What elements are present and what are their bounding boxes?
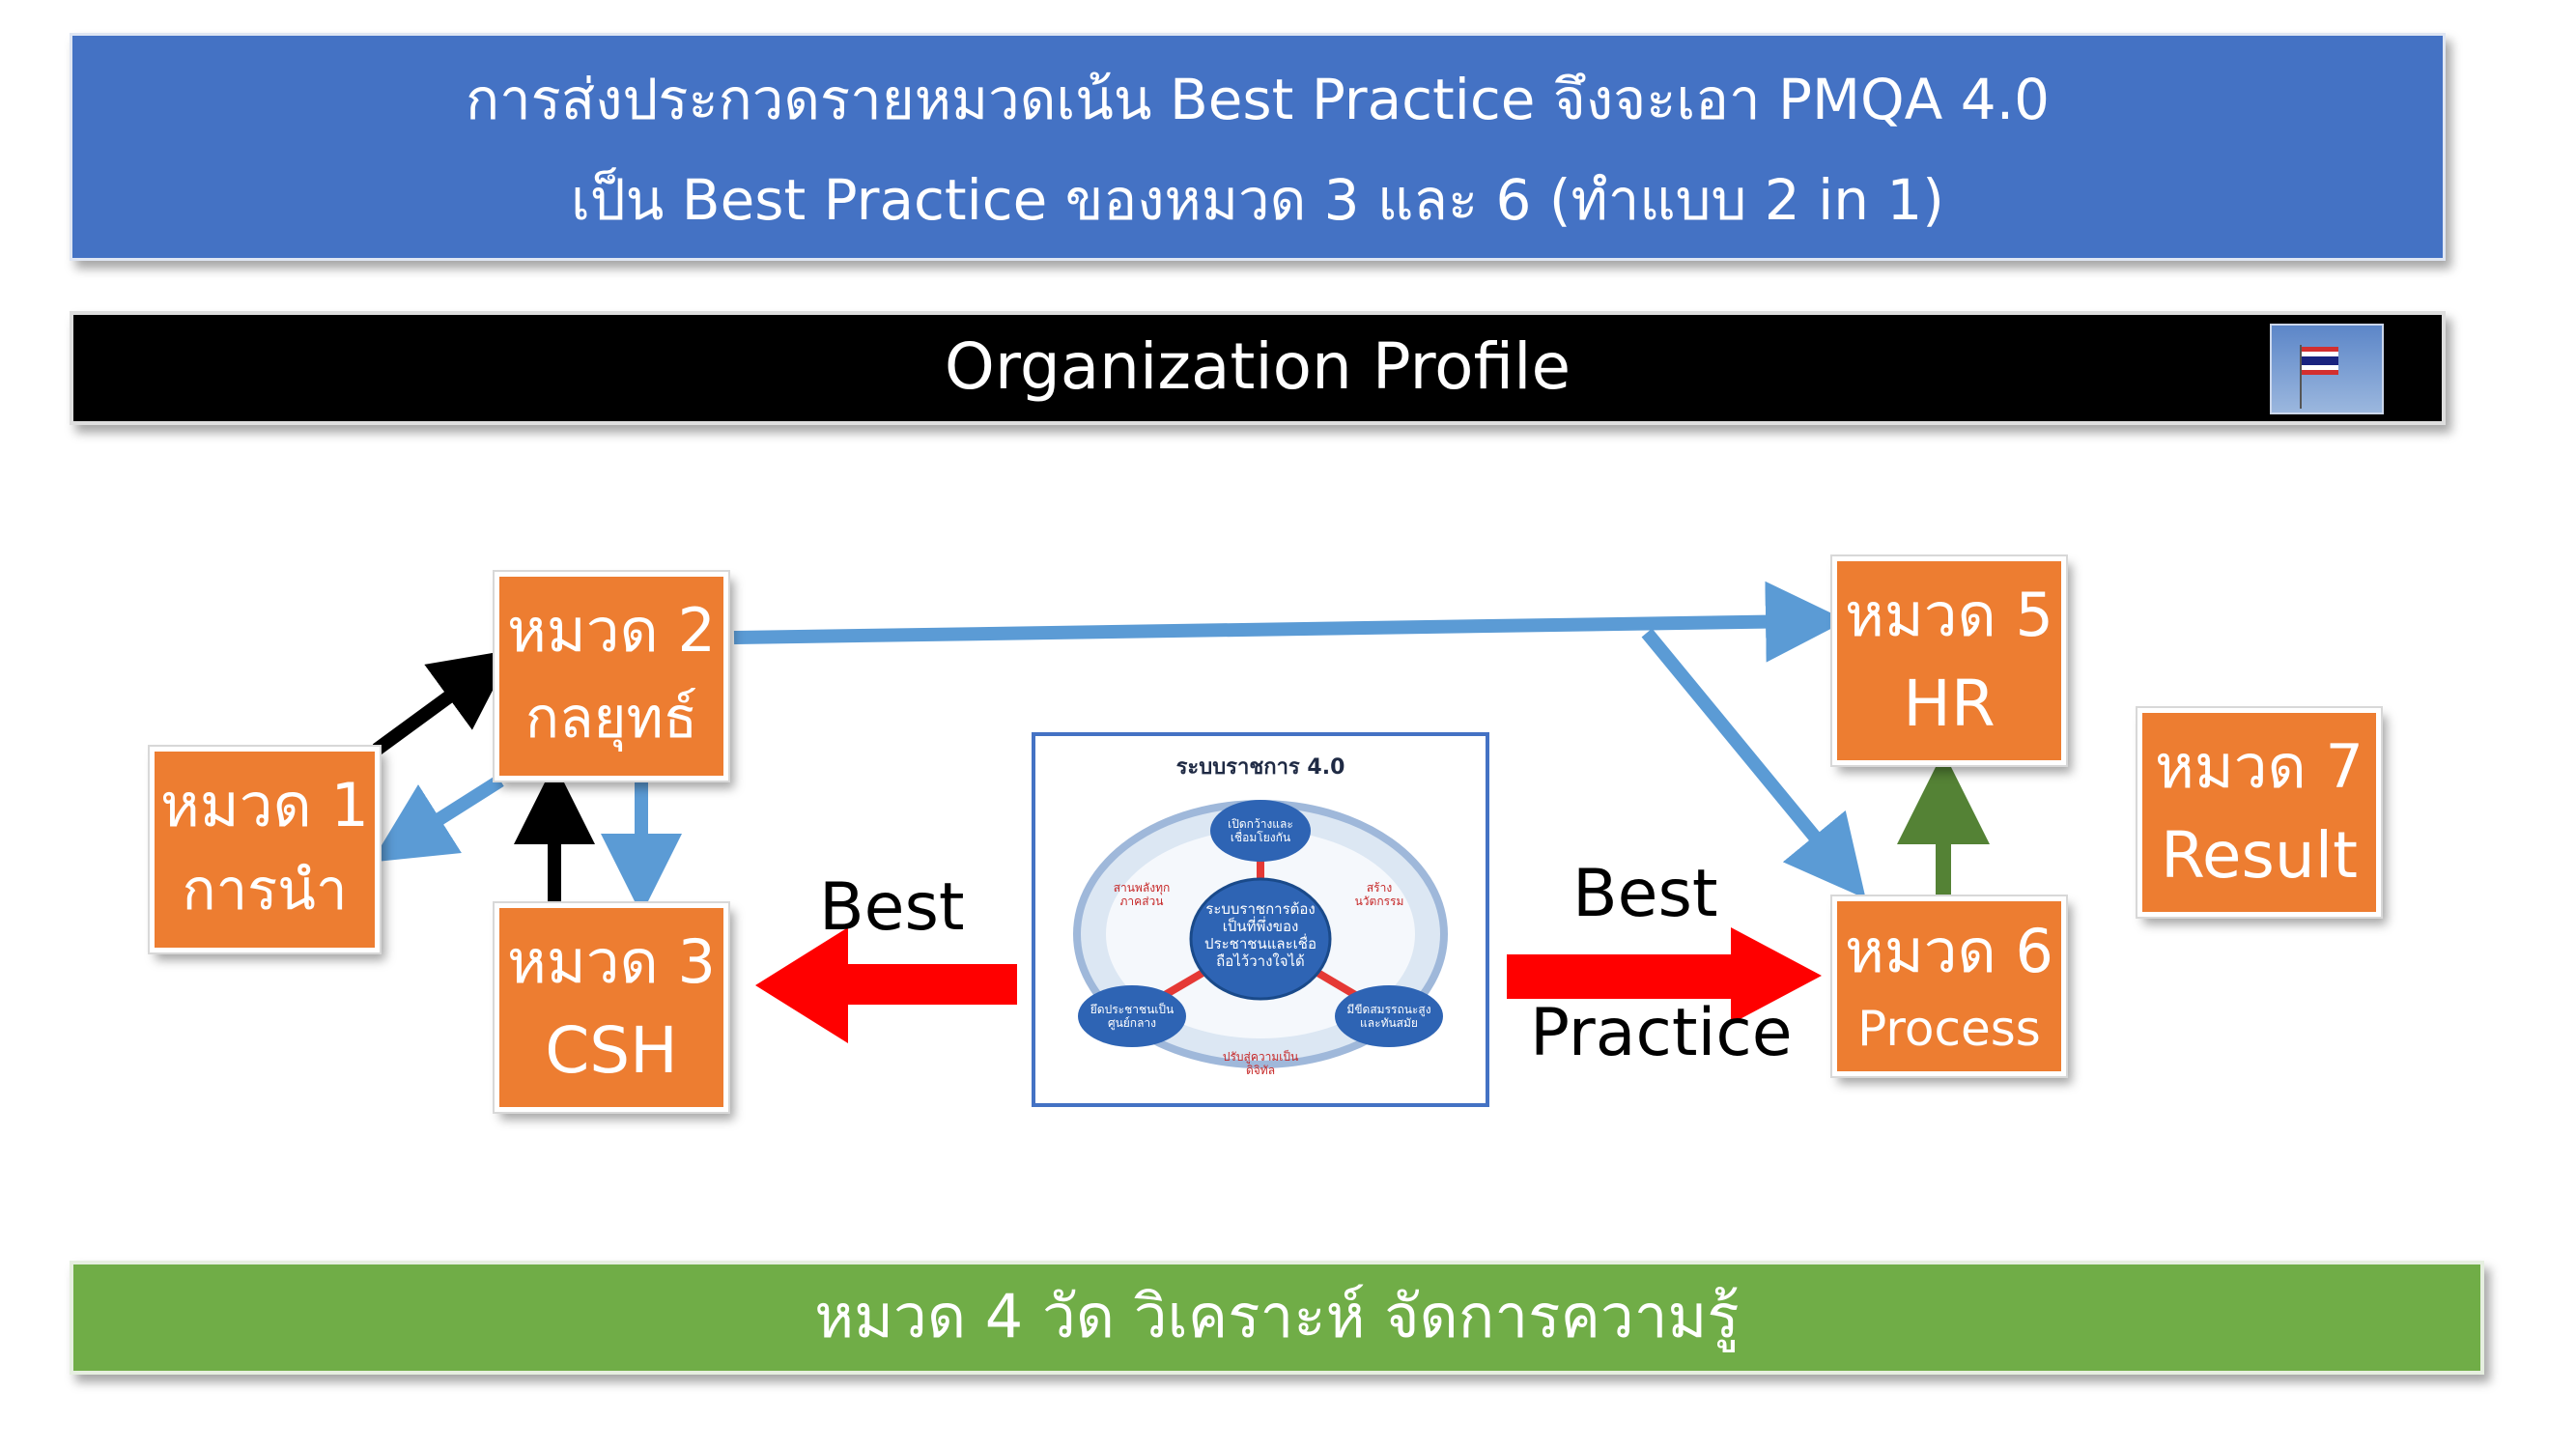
category-3-name: CSH bbox=[545, 1013, 678, 1088]
category-5-box: หมวด 5 HR bbox=[1830, 554, 2068, 767]
figure-node-capability: มีขีดสมรรถนะสูงและทันสมัย bbox=[1346, 1003, 1431, 1030]
category-2-box: หมวด 2 กลยุทธ์ bbox=[493, 570, 730, 782]
category-6-box: หมวด 6 Process bbox=[1830, 895, 2068, 1078]
thai-flag-icon bbox=[2270, 324, 2384, 414]
title-line-2: เป็น Best Practice ของหมวด 3 และ 6 (ทำแบ… bbox=[571, 167, 1944, 233]
figure-node-citizen: ยึดประชาชนเป็นศูนย์กลาง bbox=[1090, 1003, 1175, 1030]
red-arrow-best-practice-right bbox=[1507, 927, 1822, 1024]
figure-title: ระบบราชการ 4.0 bbox=[1175, 755, 1345, 780]
figure-node-open: เปิดกว้างและเชื่อมโยงกัน bbox=[1228, 817, 1293, 844]
category-4-bar: หมวด 4 วัด วิเคราะห์ จัดการความรู้ bbox=[70, 1261, 2484, 1375]
figure-ring-label-2: สร้างนวัตกรรม bbox=[1354, 881, 1404, 908]
title-banner: การส่งประกวดรายหมวดเน้น Best Practice จึ… bbox=[70, 33, 2446, 261]
arrow-2-to-6 bbox=[1641, 628, 1866, 899]
organization-profile-bar: Organization Profile bbox=[70, 311, 2446, 425]
best-label-left: Best bbox=[819, 869, 965, 946]
category-7-name: Result bbox=[2161, 818, 2358, 893]
best-label-right: Best bbox=[1572, 856, 1718, 932]
category-6-title: หมวด 6 bbox=[1845, 916, 2053, 986]
organization-profile-label: Organization Profile bbox=[944, 329, 1571, 404]
government-4-0-figure: ระบบราชการ 4.0 ระบบราชการต้องเป็นที่พึ่ง… bbox=[1032, 732, 1489, 1107]
arrow-2-to-5 bbox=[733, 581, 1847, 663]
category-6-name: Process bbox=[1857, 1001, 2041, 1057]
arrow-2-to-1 bbox=[371, 775, 504, 863]
figure-ring-label-1: สานพลังทุกภาคส่วน bbox=[1113, 881, 1171, 908]
category-2-title: หมวด 2 bbox=[507, 595, 716, 666]
category-5-name: HR bbox=[1903, 667, 1996, 741]
category-7-box: หมวด 7 Result bbox=[2136, 706, 2383, 919]
category-3-title: หมวด 3 bbox=[507, 926, 716, 997]
red-arrow-best-left bbox=[755, 927, 1017, 1043]
category-2-name: กลยุทธ์ bbox=[524, 685, 698, 751]
figure-core-text: ระบบราชการต้องเป็นที่พึ่งของประชาชนและเช… bbox=[1204, 900, 1316, 970]
category-1-name: การนำ bbox=[182, 857, 348, 923]
figure-ring-label-3: ปรับสู่ความเป็นดิจิทัล bbox=[1222, 1050, 1299, 1077]
title-line-1: การส่งประกวดรายหมวดเน้น Best Practice จึ… bbox=[465, 67, 2051, 132]
category-1-box: หมวด 1 การนำ bbox=[148, 745, 382, 954]
category-3-box: หมวด 3 CSH bbox=[493, 901, 730, 1114]
category-4-label: หมวด 4 วัด วิเคราะห์ จัดการความรู้ bbox=[814, 1281, 1740, 1351]
category-7-title: หมวด 7 bbox=[2155, 731, 2364, 802]
category-1-title: หมวด 1 bbox=[160, 770, 369, 840]
arrow-1-to-2 bbox=[372, 649, 514, 755]
category-5-title: หมวด 5 bbox=[1845, 580, 2053, 650]
practice-label-right: Practice bbox=[1530, 995, 1793, 1071]
